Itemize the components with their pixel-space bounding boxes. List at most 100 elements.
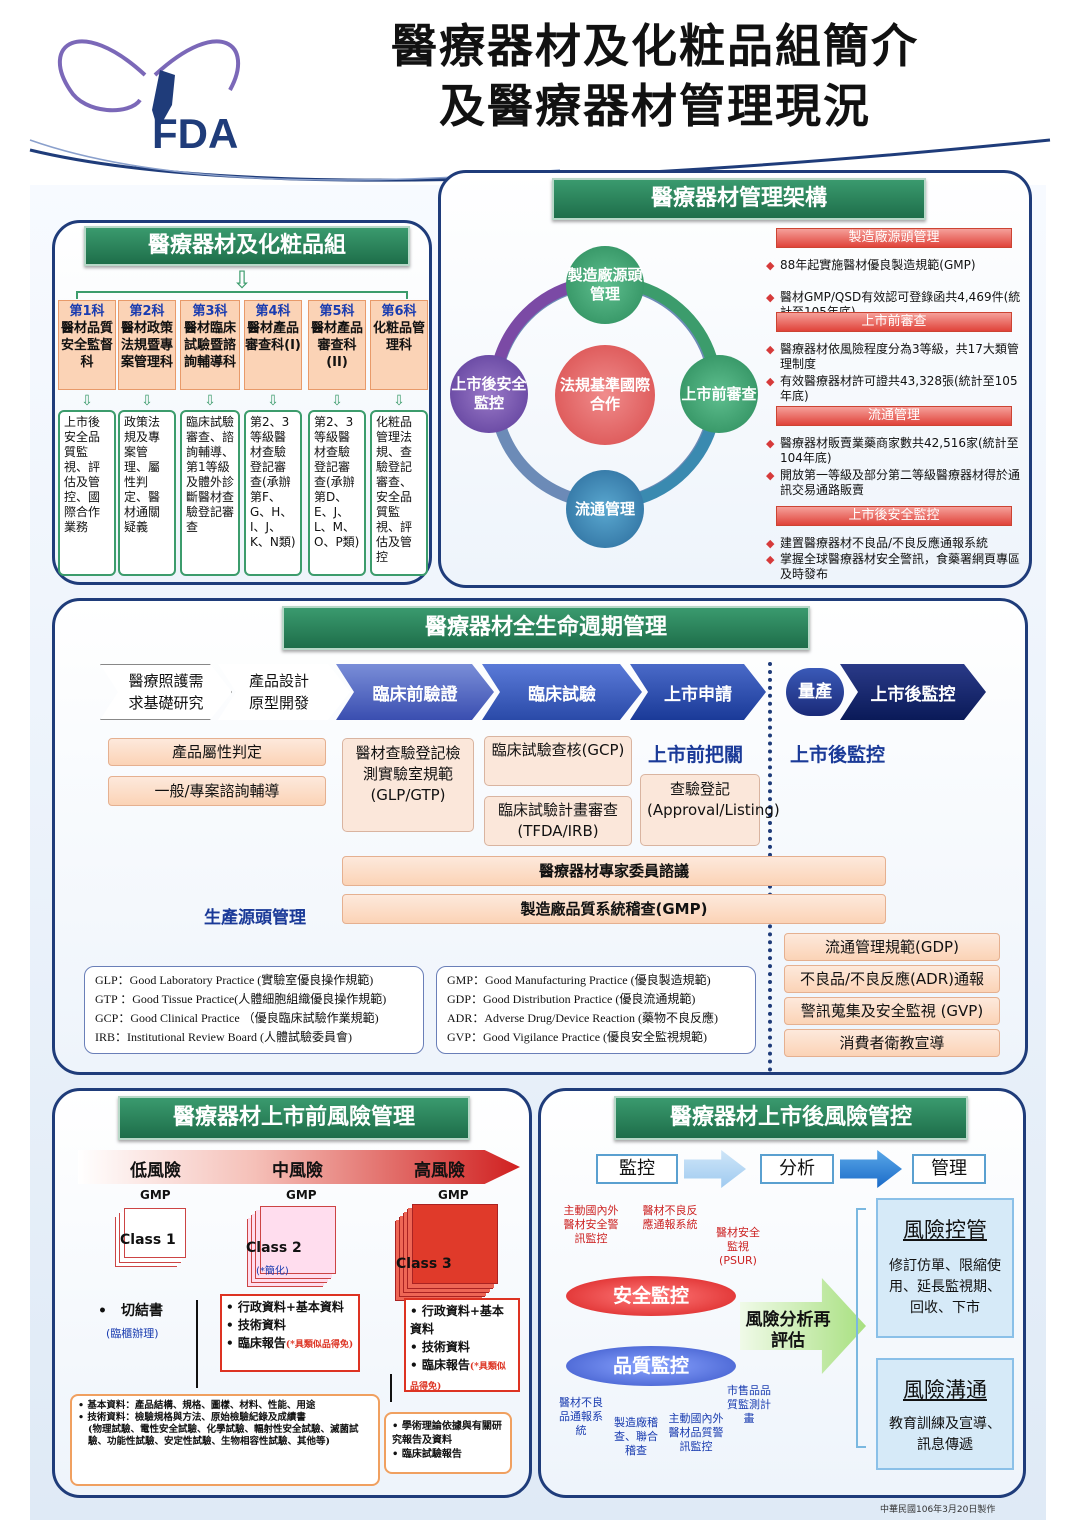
connector-line [196,1300,198,1388]
section-card: 第5科醫材產品審查科(II) [308,300,366,390]
framework-bullet: 醫療器材販賣業藥商家數共42,516家(統計至104年底) [766,436,1022,466]
stage-label: 臨床前驗證 [372,684,458,705]
stage-label: 上市申請 [664,684,732,705]
stage-label: 臨床試驗 [528,684,596,705]
doc-note: (*具類似品得免) [410,1362,506,1392]
note-line: • 臨床試驗報告 [392,1449,462,1460]
down-arrow-icon: ⇩ [204,393,216,409]
box-lab: 醫材查驗登記檢測實驗室規範(GLP/GTP) [342,738,474,832]
legend-item: GTP ：Good Tissue Practice(人體細胞組織優良操作規範) [95,992,387,1006]
page-title-line2: 及醫療器材管理現況 [439,79,871,133]
postmarket-title: 醫療器材上市後風險管控 [614,1096,968,1140]
class1-label: Class 1 [120,1232,176,1248]
note-line: • 基本資料：產品結構、規格、圖樣、材料、性能、用途 [78,1400,316,1411]
safety-src-2: 醫材不良反應通報系統 [642,1204,698,1231]
down-arrow-icon: ⇩ [232,266,253,294]
stage-label: 產品設計原型開發 [249,672,310,712]
class2-label: Class 2 [246,1240,302,1256]
section-desc: 上市後安全品質監視、評估及管控、國際合作業務 [58,410,116,576]
doc-text: 行政資料+基本資料 [410,1304,504,1336]
class3-stack [412,1204,498,1284]
note-line: • 技術資料：檢驗規格與方法、原始檢驗紀錄及成績書 [78,1412,306,1423]
risk-comm-text: 教育訓練及宣導、訊息傳遞 [889,1416,1001,1453]
section-number: 第2科 [129,304,165,319]
legend-item: GLP：Good Laboratory Practice (實驗室優良操作規範) [95,973,374,987]
risk-low: 低風險 [130,1161,181,1181]
down-arrow-icon: ⇩ [141,393,153,409]
c1-item-text: 切結書 [120,1303,163,1319]
box-approval: 查驗登記(Approval/Listing) [640,774,780,846]
box-attr: 產品屬性判定 [108,738,326,766]
legend-item: GCP：Good Clinical Practice （優良臨床試驗作業規範) [95,1011,379,1025]
section-number: 第5科 [319,304,355,319]
note-text: 學術理論依據與有關研究報告及資料 [392,1421,502,1446]
doc-text: 技術資料 [421,1340,470,1354]
down-arrow-icon: ⇩ [267,393,279,409]
risk-control-title: 風險控管 [903,1218,987,1242]
framework-block-head: 製造廠源頭管理 [776,228,1012,248]
framework-title: 醫療器材管理架構 [552,178,926,220]
post-monitor-label: 上市後監控 [790,744,886,766]
section-card: 第2科醫材政策法規暨專案管理科 [118,300,176,390]
framework-bullet: 建置醫療器材不良品/不良反應通報系統 [766,536,1022,551]
section-name: 醫材臨床試驗暨諮詢輔導科 [183,321,236,370]
doc-item: • 技術資料 [226,1318,286,1332]
premarket-title: 醫療器材上市前風險管理 [118,1096,470,1140]
box-gvp: 警訊蒐集及安全監視 (GVP) [784,997,1000,1025]
bracket-line [856,1208,866,1448]
center-circle: 法規基準國際合作 [555,345,655,445]
risk-mid: 中風險 [272,1161,323,1181]
c1-item: • 切結書 [98,1303,163,1319]
section-desc: 第2、3等級醫材查驗登記審查(承辦第F、G、H、I、J、K、N類) [244,410,302,576]
section-name: 化粧品管理科 [372,321,425,353]
quality-src-3: 主動國內外醫材品質警訊監控 [668,1412,724,1453]
doc-item: • 技術資料 [410,1340,470,1354]
gmp-low: GMP [140,1188,171,1202]
section-card: 第3科醫材臨床試驗暨諮詢輔導科 [180,300,240,390]
legend-item: GMP：Good Manufacturing Practice (優良製造規範) [447,973,711,987]
footer-date: 中華民國106年3月20日製作 [880,1505,996,1515]
down-arrow-icon: ⇩ [393,393,405,409]
doc-item: • 臨床報告(*具類似品得免) [226,1336,354,1350]
group-title: 醫療器材及化粧品組 [84,226,410,266]
legend-item: GVP：Good Vigilance Practice (優良安全監視規範) [447,1030,708,1044]
note-text: 技術資料：檢驗規格與方法、原始檢驗紀錄及成績書 [87,1412,306,1423]
risk-control-text: 修訂仿單、限縮使用、延長監視期、回收、下市 [889,1258,1001,1316]
risk-comm-title: 風險溝通 [903,1378,987,1402]
logo-text: FDA [152,110,239,157]
fda-logo: FDA [40,15,260,165]
box-edu: 消費者衛教宣導 [784,1029,1000,1057]
stage-label: 上市後監控 [870,684,956,705]
risk-control-box: 風險控管 修訂仿單、限縮使用、延長監視期、回收、下市 [876,1198,1014,1338]
flow-manage: 管理 [912,1154,986,1184]
risk-comm-box: 風險溝通 教育訓練及宣導、訊息傳遞 [876,1358,1014,1470]
section-name: 醫材品質安全監督科 [60,321,113,370]
basic-notes: • 基本資料：產品結構、規格、圖樣、材料、性能、用途 • 技術資料：檢驗規格與方… [70,1394,380,1486]
class3-label: Class 3 [396,1256,452,1272]
section-desc: 第2、3等級醫材查驗登記審查(承辦第D、E、J、L、M、O、P類) [308,410,366,576]
section-name: 醫材政策法規暨專案管理科 [120,321,173,370]
connector-line [390,1374,392,1402]
box-expert: 醫療器材專家委員諮議 [342,856,886,886]
doc-item: • 行政資料+基本資料 [410,1304,504,1336]
class1-stack [124,1208,186,1258]
doc-text: 臨床報告 [237,1336,286,1350]
cycle-source: 製造廠源頭管理 [566,246,644,324]
section-name: 醫材產品審查科(II) [310,321,363,370]
framework-bullet: 88年起實施醫材優良製造規範(GMP) [766,258,1022,273]
section-desc: 政策法規及專案管理、屬性判定、醫材通關疑義 [118,410,176,576]
stage-label: 醫療照護需求基礎研究 [128,672,204,712]
quality-src-4: 市售品品質監測計畫 [727,1384,771,1425]
safety-src-3: 醫材安全監視(PSUR) [716,1226,760,1267]
safety-cloud: 安全監控 [566,1276,736,1316]
lifecycle-title: 醫療器材全生命週期管理 [282,606,810,650]
cycle-premarket: 上市前審查 [680,355,758,433]
framework-block-head: 上市前審查 [776,312,1012,332]
section-desc: 臨床試驗審查、諮詢輔導、第1等級及體外診斷醫材查驗登記審查 [180,410,240,576]
branch-line [76,291,408,299]
doc-text: 技術資料 [237,1318,286,1332]
cycle-distribution: 流通管理 [566,470,644,548]
flow-analyze: 分析 [760,1154,834,1184]
doc-item: • 行政資料+基本資料 [226,1300,344,1314]
quality-cloud: 品質監控 [566,1346,736,1386]
